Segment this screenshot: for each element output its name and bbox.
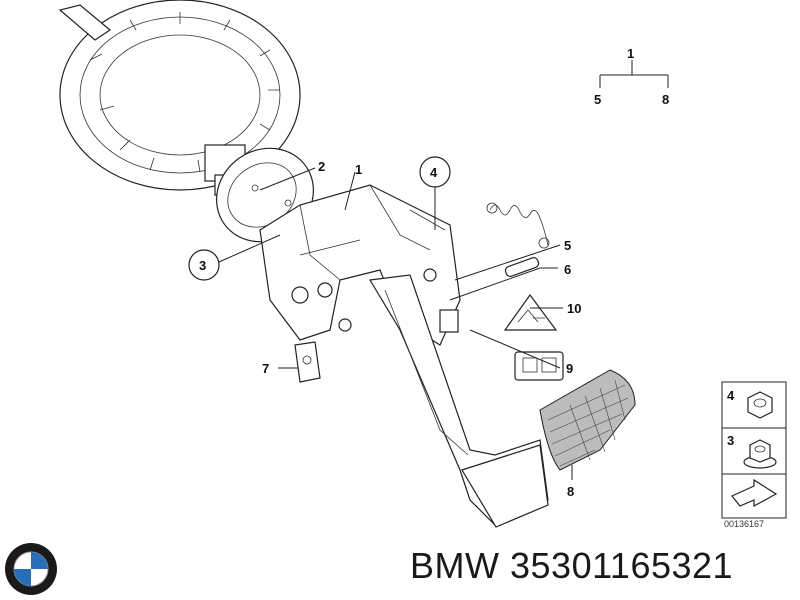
arrow-icon bbox=[731, 478, 778, 508]
brake-pedal bbox=[369, 274, 549, 528]
part-number: 35301165321 bbox=[510, 545, 734, 586]
legend-item-3: 3 bbox=[727, 433, 734, 448]
fastener-legend: 4 3 bbox=[721, 381, 787, 519]
bmw-logo-icon bbox=[5, 543, 57, 595]
callout-6: 6 bbox=[564, 262, 571, 277]
callout-1: 1 bbox=[355, 162, 362, 177]
callout-8-top: 8 bbox=[662, 92, 669, 107]
return-spring bbox=[486, 202, 550, 249]
warning-label bbox=[503, 293, 558, 331]
pedal-pad-cover bbox=[539, 369, 636, 471]
callout-5: 5 bbox=[564, 238, 571, 253]
diagram-code: 00136167 bbox=[724, 519, 765, 529]
callout-4: 4 bbox=[430, 165, 438, 180]
callout-3: 3 bbox=[199, 258, 206, 273]
callout-9: 9 bbox=[566, 361, 573, 376]
callout-10: 10 bbox=[567, 301, 581, 316]
legend-item-4: 4 bbox=[727, 388, 735, 403]
callout-5-top: 5 bbox=[594, 92, 601, 107]
hex-nut-icon bbox=[747, 391, 773, 419]
callout-8: 8 bbox=[567, 484, 574, 499]
brand-name: BMW bbox=[410, 545, 500, 586]
part-caption: BMW 35301165321 bbox=[410, 545, 733, 587]
pin bbox=[504, 257, 540, 277]
callout-circle-3 bbox=[188, 249, 220, 281]
callout-1-top: 1 bbox=[627, 46, 634, 61]
clip bbox=[294, 341, 321, 383]
flange-nut-icon bbox=[743, 439, 777, 469]
callout-7: 7 bbox=[262, 361, 269, 376]
callout-2: 2 bbox=[318, 159, 325, 174]
brake-light-switch bbox=[514, 351, 564, 381]
